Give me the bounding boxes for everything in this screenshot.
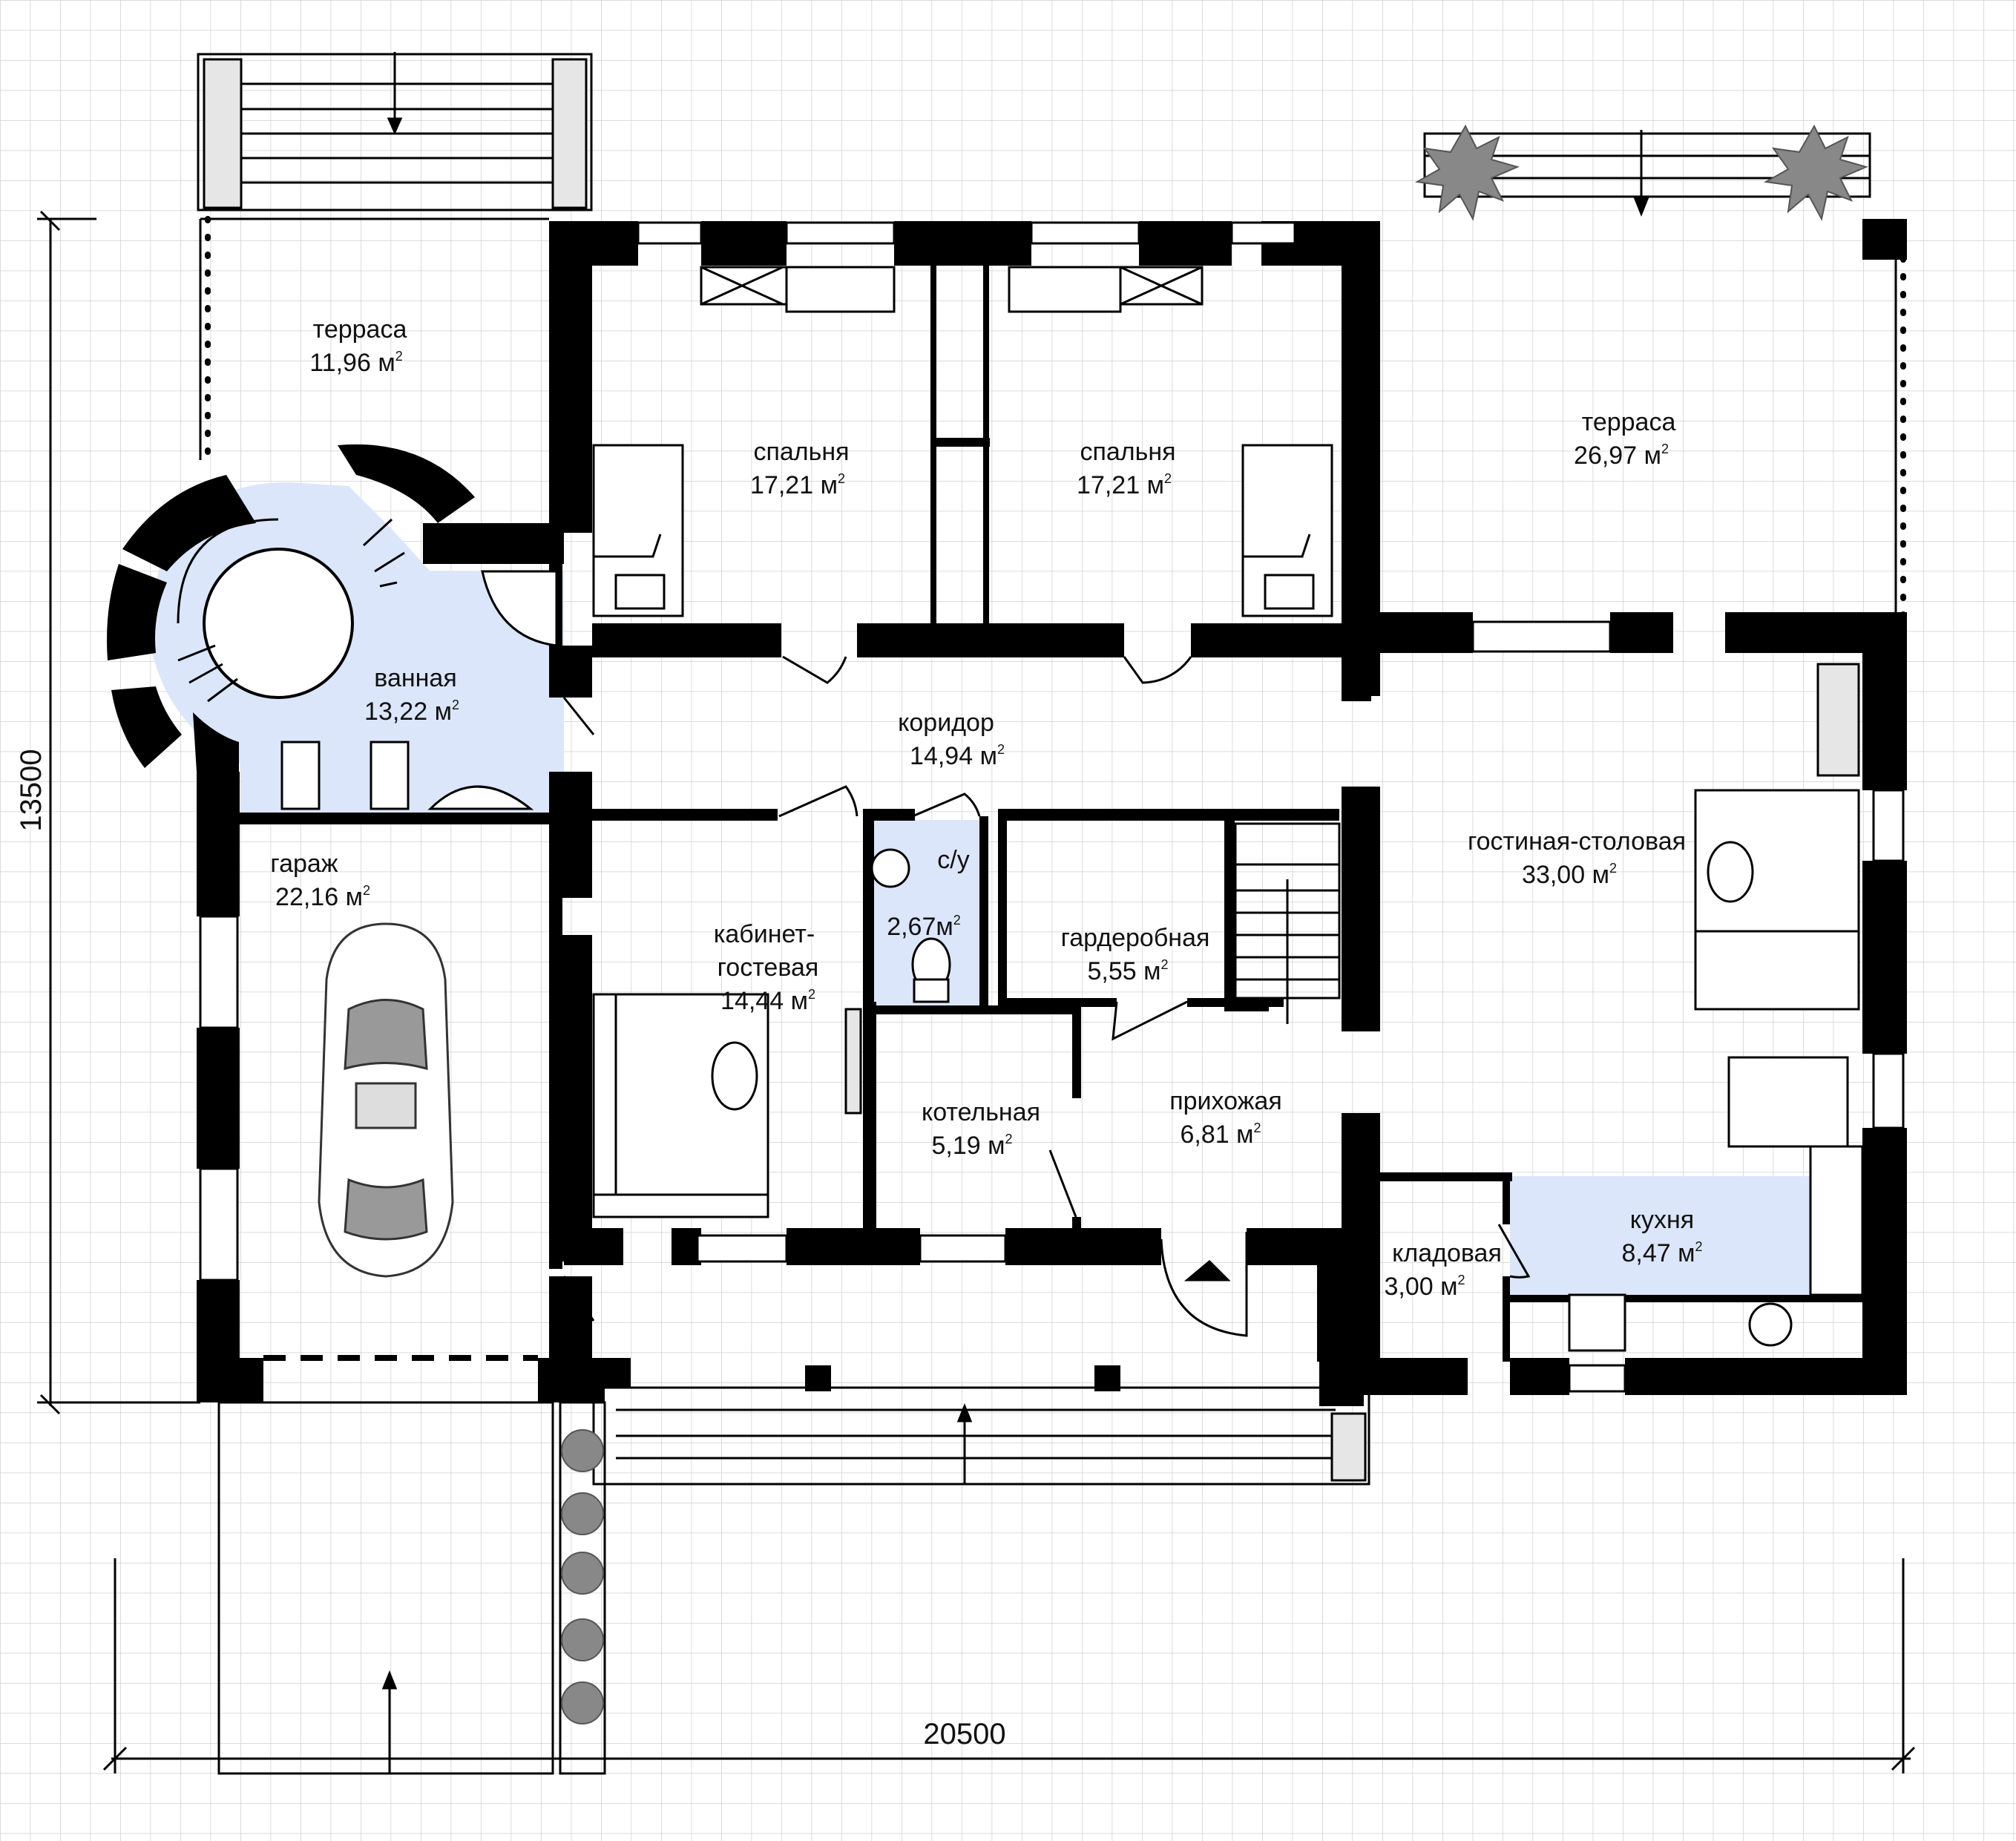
terrace-right-name: терраса (1582, 408, 1676, 436)
kitchen-zone (1510, 1176, 1862, 1302)
hall-name: прихожая (1169, 1087, 1282, 1115)
study-name-2: гостевая (718, 954, 819, 982)
boiler-area: 5,19 (931, 1132, 980, 1160)
bedroom-2-name: спальня (1080, 438, 1175, 466)
svg-text:6,81 м2: 6,81 м2 (1180, 1120, 1261, 1149)
room-labels: терраса 11,96 м2 спальня 17,21 м2 спальн… (270, 315, 1702, 1301)
width-dimension: 20500 (923, 1718, 1005, 1750)
pantry-area: 3,00 (1384, 1273, 1433, 1301)
wc-name: с/у (937, 846, 969, 874)
svg-text:2,67м2: 2,67м2 (887, 913, 961, 941)
windows (199, 221, 1905, 1393)
wc-fixtures (870, 848, 951, 1003)
terrace-left-area: 11,96 (309, 349, 371, 377)
terrace-right-area: 26,97 (1574, 442, 1637, 470)
bathroom-name: ванная (374, 664, 456, 692)
svg-text:17,21 м2: 17,21 м2 (1077, 471, 1172, 499)
desk-icon (700, 266, 1204, 313)
svg-text:22,16 м2: 22,16 м2 (275, 883, 370, 911)
bedroom-2-area: 17,21 (1077, 471, 1140, 499)
svg-text:5,19 м2: 5,19 м2 (931, 1132, 1012, 1160)
wardrobe-name: гардеробная (1061, 924, 1210, 952)
corridor-area: 14,94 (910, 742, 973, 770)
svg-text:3,00 м2: 3,00 м2 (1384, 1273, 1465, 1301)
boiler-name: котельная (922, 1098, 1040, 1126)
car-icon (318, 922, 454, 1278)
bedroom-1-name: спальня (753, 438, 849, 466)
pantry-name: кладовая (1392, 1239, 1502, 1267)
svg-text:14,44 м2: 14,44 м2 (720, 987, 815, 1015)
plant-icon (1414, 124, 1868, 221)
wc-area: 2,67 (887, 913, 936, 941)
svg-text:11,96 м2: 11,96 м2 (309, 349, 402, 377)
height-dimension: 13500 (15, 749, 47, 831)
shrub-icon (561, 1429, 604, 1724)
kitchen-area: 8,47 (1621, 1239, 1670, 1267)
svg-text:33,00 м2: 33,00 м2 (1522, 861, 1617, 889)
study-area: 14,44 (720, 987, 784, 1015)
svg-text:26,97 м2: 26,97 м2 (1574, 442, 1669, 470)
svg-text:8,47 м2: 8,47 м2 (1621, 1239, 1702, 1267)
living-area: 33,00 (1522, 861, 1585, 889)
corridor-name: коридор (898, 709, 994, 737)
hall-area: 6,81 (1180, 1120, 1229, 1149)
svg-text:17,21 м2: 17,21 м2 (750, 471, 845, 499)
garage-name: гараж (270, 850, 338, 878)
garage-area: 22,16 (275, 883, 338, 911)
svg-text:14,94 м2: 14,94 м2 (910, 742, 1005, 770)
dimension-lines (37, 210, 1916, 1773)
terrace-left-railing (199, 216, 549, 463)
kitchen-name: кухня (1630, 1206, 1694, 1234)
study-name-1: кабинет- (714, 920, 815, 948)
study-sofa (592, 993, 862, 1218)
terrace-left-name: терраса (313, 315, 407, 344)
bed-icon (592, 444, 1333, 617)
terrace-left-steps (197, 52, 593, 211)
bathroom-area: 13,22 (364, 698, 427, 726)
walls (107, 219, 1907, 1406)
wardrobe-area: 5,55 (1087, 957, 1136, 985)
living-name: гостиная-столовая (1468, 827, 1686, 856)
staircase (1234, 822, 1341, 1024)
bedroom-1-area: 17,21 (750, 471, 813, 499)
living-furniture (1568, 663, 1864, 1352)
svg-text:13,22 м2: 13,22 м2 (364, 698, 459, 726)
bath-fixtures (280, 570, 558, 810)
svg-text:5,55 м2: 5,55 м2 (1087, 957, 1168, 985)
doors (562, 633, 1673, 1337)
spiral-stair (177, 518, 405, 703)
